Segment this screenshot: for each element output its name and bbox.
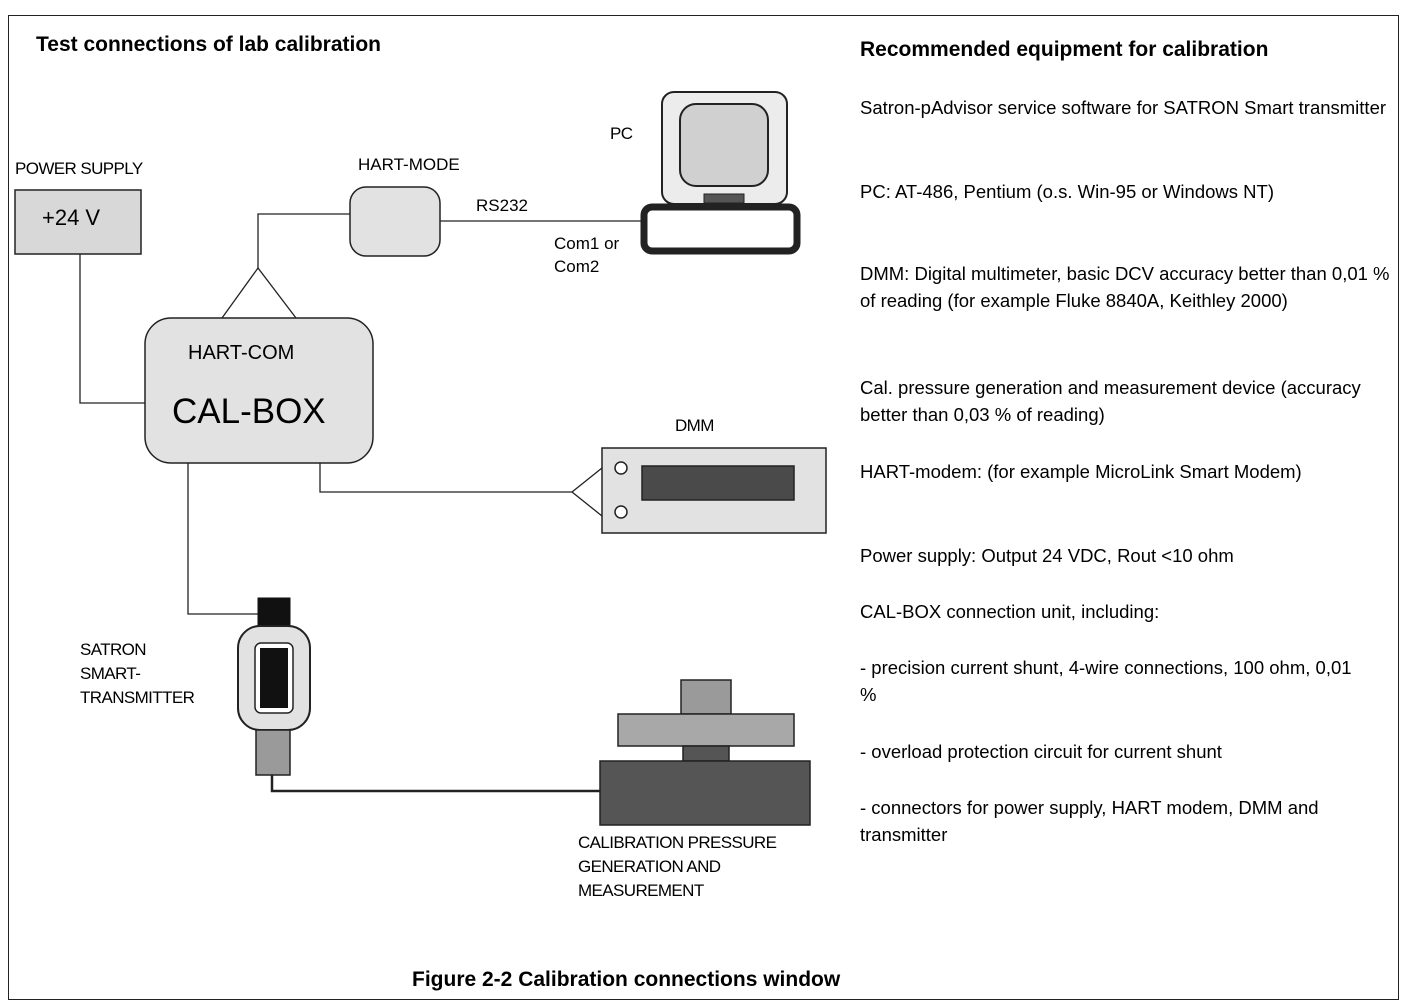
equipment-item: - precision current shunt, 4-wire connec… <box>860 657 1352 705</box>
cal-box-label: CAL-BOX <box>172 392 326 431</box>
com-label-2: Com2 <box>554 257 600 276</box>
equipment-item: DMM: Digital multimeter, basic DCV accur… <box>860 263 1390 311</box>
pressure-wire <box>270 775 600 793</box>
dmm-wire <box>319 463 572 493</box>
cal-box <box>144 317 374 464</box>
power-supply-box <box>14 189 142 255</box>
equipment-item: Cal. pressure generation and measurement… <box>860 377 1361 425</box>
pressure-neck <box>682 745 730 762</box>
equipment-item: CAL-BOX connection unit, including: <box>860 601 1160 622</box>
transmitter-wire <box>187 463 258 615</box>
hart-com-label: HART-COM <box>188 342 295 364</box>
dmm-display <box>641 465 795 501</box>
equipment-item: HART-modem: (for example MicroLink Smart… <box>860 461 1302 482</box>
figure-caption: Figure 2-2 Calibration connections windo… <box>412 968 841 991</box>
equipment-item: - connectors for power supply, HART mode… <box>860 797 1319 845</box>
hart-modem-box <box>349 186 441 257</box>
pc-monitor-screen <box>679 103 769 187</box>
pressure-top-piston <box>680 679 732 715</box>
com-label-1: Com1 or <box>554 234 620 253</box>
calibration-label-2: GENERATION AND <box>578 857 721 876</box>
power-supply-label: POWER SUPPLY <box>15 159 143 178</box>
transmitter-top-cap <box>257 597 291 627</box>
equipment-item: PC: AT-486, Pentium (o.s. Win-95 or Wind… <box>860 181 1274 202</box>
rs232-label: RS232 <box>476 196 528 215</box>
dmm-label: DMM <box>675 416 714 435</box>
pressure-plate <box>617 713 795 747</box>
hart-fork <box>221 266 297 319</box>
hart-mode-label: HART-MODE <box>358 155 460 174</box>
pc-label: PC <box>610 124 633 143</box>
dmm-terminal-top <box>614 461 628 475</box>
equipment-item: - overload protection circuit for curren… <box>860 741 1222 762</box>
equipment-title: Recommended equipment for calibration <box>860 38 1269 61</box>
calibration-label-1: CALIBRATION PRESSURE <box>578 833 777 852</box>
satron-label-2: SMART- <box>80 664 141 683</box>
transmitter-core <box>260 648 288 708</box>
figure-frame <box>8 15 1399 1000</box>
diagram-title: Test connections of lab calibration <box>36 33 381 56</box>
transmitter-connector <box>255 729 291 776</box>
satron-label-3: TRANSMITTER <box>80 688 195 707</box>
hart-wire <box>257 213 350 268</box>
equipment-item: Satron-pAdvisor service software for SAT… <box>860 97 1387 118</box>
equipment-item: Power supply: Output 24 VDC, Rout <10 oh… <box>860 545 1234 566</box>
dmm-fork <box>570 467 603 517</box>
power-wire <box>79 254 145 404</box>
pc-base <box>640 203 801 255</box>
pc-neck <box>703 193 745 204</box>
dmm-terminal-bottom <box>614 505 628 519</box>
pressure-base <box>599 760 811 826</box>
calibration-label-3: MEASUREMENT <box>578 881 704 900</box>
voltage-label: +24 V <box>42 205 101 230</box>
satron-label-1: SATRON <box>80 640 147 659</box>
